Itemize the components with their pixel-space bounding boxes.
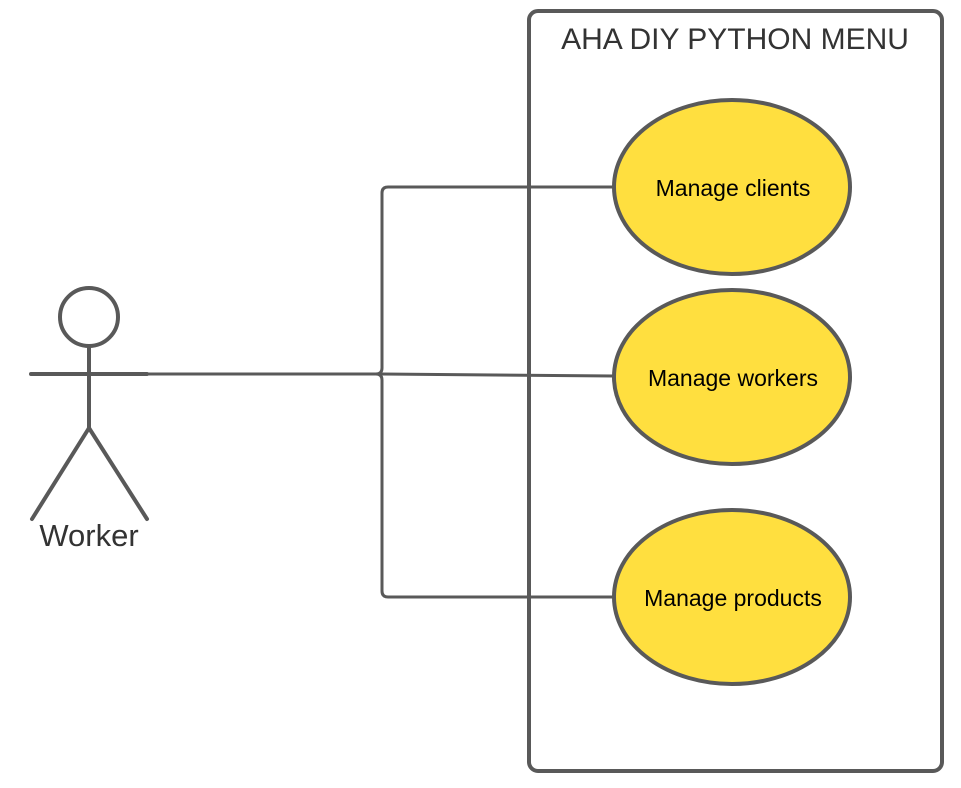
actor-left-leg	[30, 426, 91, 521]
associations	[146, 185, 616, 599]
use-case-manage-products: Manage products	[612, 508, 852, 686]
system-boundary-box	[527, 9, 944, 773]
association-manage-products	[374, 372, 616, 599]
use-case-label: Manage workers	[648, 365, 818, 391]
actor-head	[58, 286, 120, 348]
actor-right-leg	[87, 426, 149, 521]
association-manage-workers	[374, 372, 616, 378]
system-title: AHA DIY PYTHON MENU	[561, 23, 909, 56]
use-case-label: Manage clients	[656, 175, 811, 201]
use-case-ellipse	[612, 288, 852, 466]
use-case-ellipse	[612, 98, 852, 276]
stick-figure-icon	[29, 286, 149, 521]
use-case-label: Manage products	[644, 585, 822, 611]
use-case-manage-workers: Manage workers	[612, 288, 852, 466]
use-case-ellipse	[612, 508, 852, 686]
actor-worker: Worker	[29, 286, 149, 553]
association-manage-clients	[374, 185, 616, 376]
use-case-manage-clients: Manage clients	[612, 98, 852, 276]
actor-label: Worker	[39, 518, 138, 553]
system-boundary: AHA DIY PYTHON MENU	[527, 9, 944, 773]
